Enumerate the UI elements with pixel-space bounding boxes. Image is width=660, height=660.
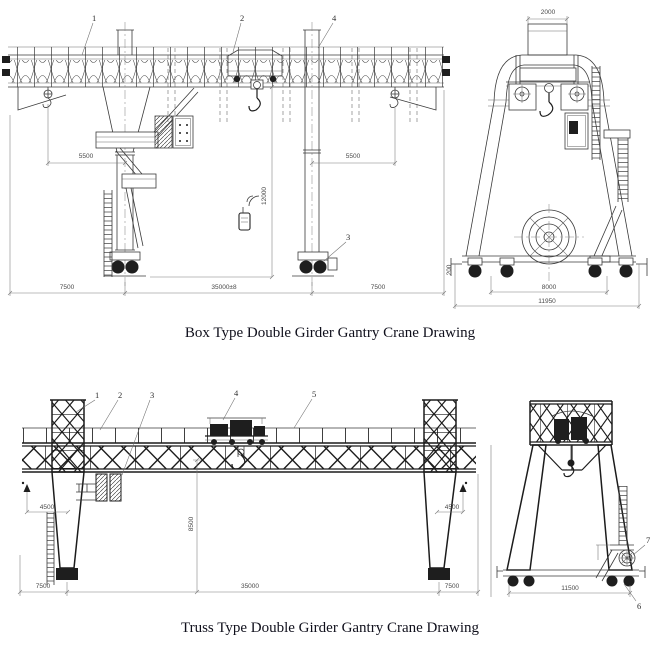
girder-diaphragm-lines bbox=[167, 48, 418, 124]
dim-side-8000: 8000 bbox=[542, 284, 557, 291]
dim-left-5500: 5500 bbox=[79, 153, 94, 160]
box-bottom-dimensions: 7500 35000±8 7500 bbox=[7, 90, 447, 296]
dim-side-2000: 2000 bbox=[541, 9, 556, 16]
dim-side-11950: 11950 bbox=[538, 298, 556, 305]
truss-left-4500: 4500 bbox=[21, 481, 71, 515]
box-trolley bbox=[227, 49, 283, 112]
part-label-6: 6 bbox=[637, 601, 641, 611]
part-label-2: 2 bbox=[240, 13, 244, 23]
box-crane-front-view: 12000 5500 5500 7500 35000±8 7500 1 2 4 … bbox=[2, 13, 450, 296]
truss-crane-caption: Truss Type Double Girder Gantry Crane Dr… bbox=[180, 620, 480, 636]
part-label-2: 2 bbox=[118, 390, 122, 400]
box-crane-caption: Box Type Double Girder Gantry Crane Draw… bbox=[184, 325, 476, 341]
part-label-3: 3 bbox=[150, 390, 154, 400]
dim-height-8500: 8500 bbox=[188, 516, 195, 531]
part-label-4: 4 bbox=[234, 388, 239, 398]
box-left-wheel-bogie bbox=[104, 251, 146, 277]
side-ladders bbox=[589, 66, 631, 263]
truss-side-ladder bbox=[595, 486, 634, 582]
side-end-carriage bbox=[450, 255, 648, 278]
truss-crane-front-view: 4500 4500 8500 7500 35000 7500 1 2 3 4 5 bbox=[17, 388, 481, 596]
dim-side-11500: 11500 bbox=[561, 585, 579, 592]
box-stairs-platforms bbox=[95, 87, 199, 277]
dim-span-35000: 35000±8 bbox=[211, 284, 237, 291]
truss-cabinet bbox=[76, 473, 122, 502]
truss-crane-side-view: 7 6 11500 bbox=[490, 400, 650, 611]
truss-right-4500: 4500 bbox=[434, 481, 468, 515]
part-label-1: 1 bbox=[95, 390, 99, 400]
part-label-5: 5 bbox=[312, 389, 316, 399]
side-cabinet bbox=[564, 112, 589, 150]
part-label-3: 3 bbox=[346, 232, 350, 242]
truss-trolley bbox=[205, 417, 268, 470]
truss-cable-reel bbox=[618, 549, 636, 567]
truss-right-tower bbox=[422, 399, 458, 580]
dim-right-4500: 4500 bbox=[445, 504, 460, 511]
truss-side-wheels bbox=[496, 566, 646, 587]
electrical-cabinet bbox=[172, 115, 194, 149]
access-ladder bbox=[103, 190, 113, 277]
part-label-7: 7 bbox=[646, 535, 650, 545]
girder-end-stops bbox=[2, 56, 450, 76]
dim-left-4500: 4500 bbox=[40, 504, 55, 511]
cable-reel bbox=[514, 204, 584, 284]
dim-bottom-right-7500: 7500 bbox=[371, 284, 386, 291]
clearance-height-dimension: 12000 bbox=[150, 84, 275, 280]
dim-height-12000: 12000 bbox=[261, 187, 268, 205]
box-crane-side-view: 2000 bbox=[446, 9, 648, 309]
dim-span-35000: 35000 bbox=[241, 583, 259, 590]
dim-bottom-right-7500: 7500 bbox=[445, 583, 460, 590]
truss-left-tower bbox=[46, 399, 86, 585]
box-right-leg bbox=[303, 22, 321, 288]
lifting-hook-symbol-right bbox=[389, 87, 400, 108]
side-trolley bbox=[506, 55, 590, 117]
part-label-4: 4 bbox=[332, 13, 337, 23]
dim-right-5500: 5500 bbox=[346, 153, 361, 160]
truss-bottom-dimensions: 7500 35000 7500 bbox=[17, 474, 481, 596]
part-label-1: 1 bbox=[92, 13, 96, 23]
remote-control-symbol bbox=[238, 195, 260, 231]
dim-side-200: 200 bbox=[446, 264, 453, 275]
lifting-hook-symbol-left bbox=[42, 87, 53, 108]
dim-bottom-left-7500: 7500 bbox=[60, 284, 75, 291]
truss-side-left-leg bbox=[506, 444, 547, 571]
box-right-wheel-bogie bbox=[292, 251, 338, 277]
dim-bottom-left-7500: 7500 bbox=[36, 583, 51, 590]
truss-side-trolley bbox=[551, 410, 593, 478]
